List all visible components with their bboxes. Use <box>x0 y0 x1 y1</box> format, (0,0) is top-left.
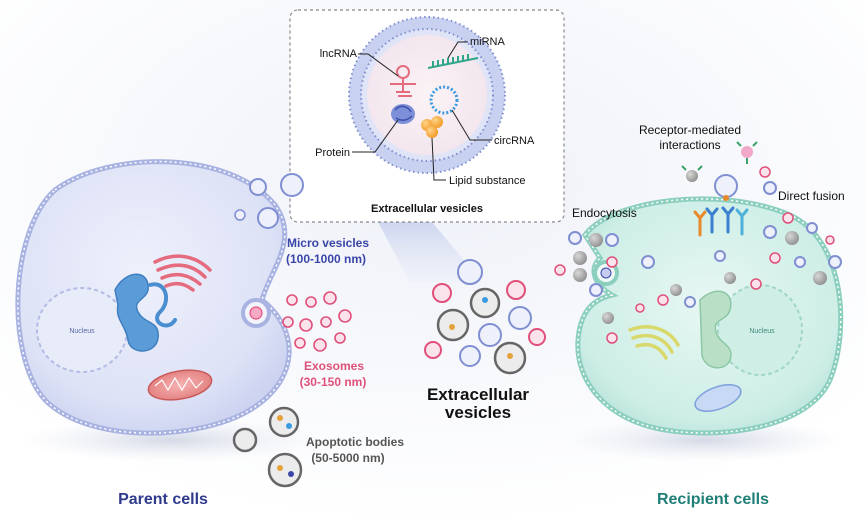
mitochondrion <box>147 369 213 401</box>
circrna-icon <box>429 85 459 115</box>
inset-label-lipid: Lipid substance <box>449 175 525 187</box>
recipient-cell: Nucleus <box>575 196 844 436</box>
exosomes-size: (30-150 nm) <box>300 375 367 389</box>
apoptotic-bodies-label: Apoptotic bodies <box>306 435 404 449</box>
endocytosis-label: Endocytosis <box>572 206 637 220</box>
lncrna-icon <box>390 65 416 97</box>
protein-icon <box>391 104 415 124</box>
mirna-icon <box>427 54 479 69</box>
center-label-line2: vesicles <box>445 403 511 422</box>
direct-fusion-label: Direct fusion <box>778 189 845 203</box>
inset-label-lncrna: lncRNA <box>320 48 358 60</box>
endoplasmic-reticulum <box>114 273 159 352</box>
micro-vesicles-size: (100-1000 nm) <box>286 252 366 266</box>
inset-box: lncRNA miRNA Protein circRNA Lipid subst… <box>289 9 565 223</box>
apoptotic-bodies-size: (50-5000 nm) <box>311 451 384 465</box>
micro-vesicles-label: Micro vesicles <box>287 236 369 250</box>
lipid-icon <box>421 116 443 138</box>
exosomes-label: Exosomes <box>304 359 364 373</box>
vesicles-recipient <box>554 212 842 344</box>
recipient-nucleus-label: Nucleus <box>749 328 775 335</box>
receptor-label-line1: Receptor-mediated <box>639 123 741 137</box>
inset-label-mirna: miRNA <box>470 36 505 48</box>
apoptotic-bodies-parent <box>232 406 303 488</box>
inset-title: Extracellular vesicles <box>371 203 483 215</box>
receptor-label-line2: interactions <box>659 138 720 152</box>
recipient-mitochondrion <box>694 384 742 412</box>
recipient-er <box>699 290 732 369</box>
exosomes-parent <box>282 291 352 352</box>
zoom-cone <box>378 222 482 282</box>
center-label-line1: Extracellular <box>427 385 529 404</box>
central-vesicle-cluster <box>424 259 546 375</box>
inset-label-circrna: circRNA <box>494 135 535 147</box>
parent-cell: Nucleus <box>15 159 292 436</box>
inset-label-protein: Protein <box>315 147 350 159</box>
golgi-apparatus <box>153 254 212 292</box>
recipient-cell-shadow <box>565 418 845 462</box>
recipient-golgi <box>628 325 680 360</box>
recipient-cells-caption: Recipient cells <box>657 491 769 508</box>
micro-vesicles-parent <box>234 173 304 229</box>
membrane-receptors <box>693 206 749 237</box>
receptor-ligands <box>681 141 777 201</box>
parent-nucleus-label: Nucleus <box>69 328 95 335</box>
inset-leader-lines <box>352 41 492 181</box>
parent-cells-caption: Parent cells <box>118 491 208 508</box>
